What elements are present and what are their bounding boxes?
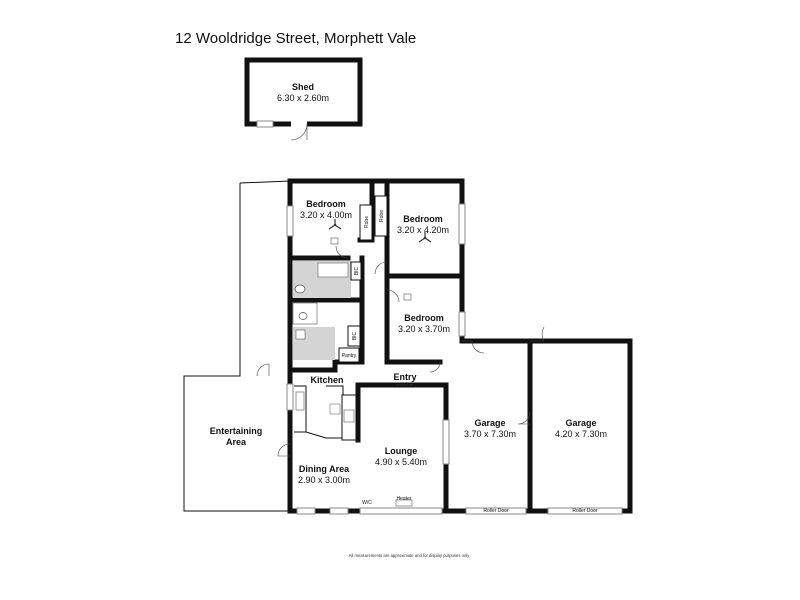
wall-west-lower: [287, 367, 449, 514]
bedroom1-name: Bedroom: [306, 199, 346, 209]
garage1-dims: 3.70 x 7.30m: [464, 429, 516, 439]
shed-name: Shed: [292, 82, 314, 92]
window-dining-1: [296, 507, 316, 515]
kitchen-counter-link: [305, 431, 327, 439]
sink-icon: [295, 391, 305, 411]
door-garage2: [530, 326, 545, 342]
door-dining: [277, 443, 291, 457]
shed-window: [256, 120, 274, 128]
page-title: 12 Wooldridge Street, Morphett Vale: [175, 30, 417, 47]
heater-icon: [395, 499, 413, 507]
robe-1-label: Robe: [364, 216, 370, 228]
bathtub: [317, 262, 349, 278]
appliance-icon: [329, 403, 341, 415]
bic-1-label: BIC: [354, 266, 360, 275]
ceiling-fan-icon: [328, 219, 342, 230]
wet-areas: [292, 261, 351, 360]
entertaining-outline: [183, 180, 291, 512]
room-labels: Bedroom 3.20 x 4.00m Bedroom 3.20 x 4.20…: [298, 199, 607, 514]
robe-1: [359, 204, 373, 241]
kitchen-bench-west: [294, 385, 307, 433]
entertaining-area: Entertaining Area: [183, 180, 291, 512]
shed-dims: 6.30 x 2.60m: [277, 93, 329, 103]
bic-2-label: BIC: [352, 331, 358, 340]
bedroom3-dims: 3.20 x 3.70m: [398, 324, 450, 334]
wc-toilet-icon: [298, 312, 308, 320]
bedroom2-dims: 3.20 x 4.20m: [397, 225, 449, 235]
door-bed1: [335, 245, 349, 259]
garage2-name: Garage: [565, 418, 596, 428]
fixtures: [328, 219, 432, 507]
bedroom1-dims: 3.20 x 4.00m: [300, 210, 352, 220]
window-dining-2: [329, 507, 349, 515]
built-ins: Robe Robe BIC BIC Pantry: [338, 195, 388, 363]
dining-dims: 2.90 x 3.00m: [298, 475, 350, 485]
window-lounge-south: [359, 507, 443, 515]
bedroom2-name: Bedroom: [403, 214, 443, 224]
shed-walls: [244, 57, 363, 127]
dining-name: Dining Area: [299, 464, 350, 474]
roller-door-2-label: Roller Door: [572, 508, 598, 514]
garage2-dims: 4.20 x 7.30m: [555, 429, 607, 439]
door-bed3: [386, 289, 400, 303]
ceiling-fan-icon: [418, 232, 432, 243]
toilet-icon: [294, 284, 306, 294]
laundry-tub-icon: [295, 329, 306, 340]
window-kitchen: [286, 383, 294, 411]
door-garage-link: [517, 411, 531, 425]
wic-label: W/C: [362, 500, 372, 506]
door-bed2: [374, 261, 388, 275]
door-entry: [429, 361, 441, 373]
kitchen-fittings: [294, 385, 357, 441]
robe-2-label: Robe: [379, 210, 385, 222]
lounge-name: Lounge: [385, 446, 418, 456]
bedroom3-name: Bedroom: [404, 313, 444, 323]
roller-door-1-frame: [465, 507, 527, 515]
light-icon: [403, 293, 412, 301]
entry-name: Entry: [393, 372, 416, 382]
roller-door-2-frame: [547, 507, 623, 515]
lounge-dims: 4.90 x 5.40m: [375, 457, 427, 467]
window-lounge: [442, 419, 450, 465]
doors: [277, 245, 545, 457]
wall-north-east: [287, 178, 465, 344]
entry-step: [396, 381, 413, 386]
bic-2: [347, 325, 361, 347]
heater-label: Heater: [396, 496, 411, 502]
window-bed1: [286, 205, 294, 237]
window-bed3: [458, 311, 466, 337]
roller-door-1-label: Roller Door: [483, 508, 509, 514]
windows: [286, 203, 623, 515]
light-icon: [330, 237, 339, 245]
garage1-name: Garage: [474, 418, 505, 428]
disclaimer: All measurements are approximate and for…: [349, 553, 470, 558]
shed: Shed 6.30 x 2.60m: [244, 57, 363, 141]
kitchen-name: Kitchen: [310, 375, 343, 385]
entertaining-name-1: Entertaining: [210, 426, 263, 436]
entertaining-door: [256, 363, 270, 377]
door-garage1: [462, 340, 485, 354]
wall-bed3: [384, 273, 443, 365]
cooktop-icon: [343, 409, 355, 423]
pantry-label: Pantry: [342, 353, 357, 359]
pantry: [338, 347, 360, 363]
entertaining-name-2: Area: [226, 437, 247, 447]
window-bed2: [458, 203, 466, 245]
shed-door: [290, 123, 308, 141]
bic-1: [350, 261, 362, 281]
robe-2: [374, 195, 388, 237]
